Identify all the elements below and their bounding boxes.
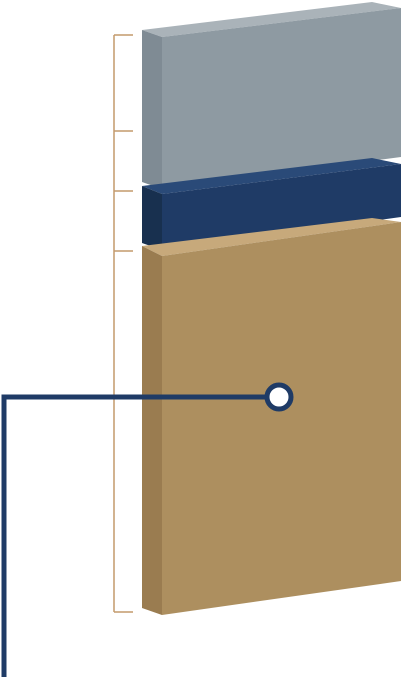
top-layer bbox=[142, 2, 401, 189]
top-layer-side-face bbox=[142, 30, 162, 189]
thickness-brackets bbox=[113, 34, 133, 613]
callout bbox=[1, 382, 294, 677]
middle-layer bbox=[142, 158, 401, 250]
callout-leader-line bbox=[1, 394, 267, 677]
middle-layer-side-face bbox=[142, 186, 162, 250]
bottom-layer-front-face bbox=[162, 222, 401, 615]
middle-layer-top-face bbox=[142, 158, 401, 194]
bottom-layer-side-face bbox=[142, 246, 162, 615]
bottom-layer bbox=[142, 218, 401, 615]
bottom-layer-top-face bbox=[142, 218, 401, 256]
callout-marker[interactable] bbox=[264, 382, 294, 412]
top-layer-top-face bbox=[142, 2, 401, 37]
top-layer-front-face bbox=[162, 8, 401, 189]
middle-layer-front-face bbox=[162, 164, 401, 250]
